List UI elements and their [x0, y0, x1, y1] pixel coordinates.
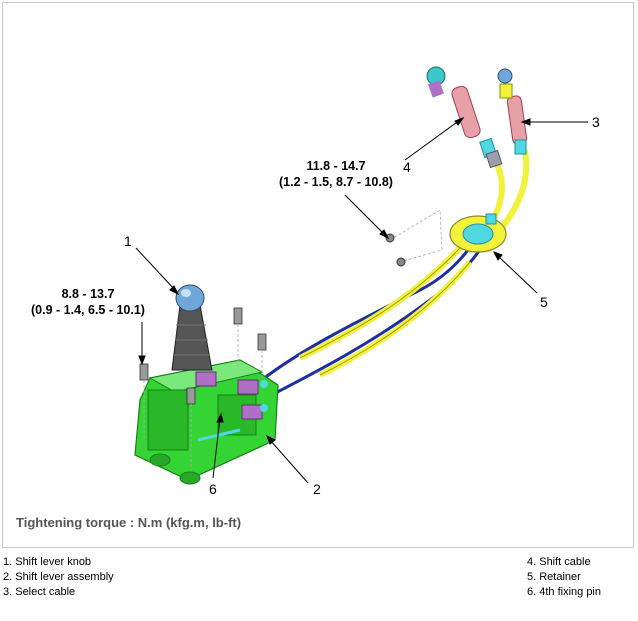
shift-lever-knob [171, 284, 213, 371]
callout-3: 3 [592, 114, 600, 130]
shift-lever-assembly [134, 359, 279, 485]
callout-4: 4 [403, 159, 411, 175]
leader-lines [135, 116, 588, 484]
callout-5: 5 [540, 294, 548, 310]
legend-item: 1. Shift lever knob [3, 556, 92, 568]
torque-spec-cable-bolts: 11.8 - 14.7 (1.2 - 1.5, 8.7 - 10.8) [262, 158, 410, 190]
torque-value-nm: 8.8 - 13.7 [61, 287, 115, 301]
select-cable-end [497, 68, 528, 155]
retainer [449, 213, 507, 253]
legend-left: 1. Shift lever knob 2. Shift lever assem… [3, 555, 114, 600]
callout-2: 2 [313, 481, 321, 497]
fixing-pin [197, 428, 241, 442]
torque-value-nm: 11.8 - 14.7 [306, 159, 366, 173]
legend-item: 3. Select cable [3, 586, 76, 598]
legend-item: 4. Shift cable [527, 556, 591, 568]
torque-units-caption: Tightening torque : N.m (kfg.m, lb-ft) [16, 515, 242, 530]
bracket-bolts [385, 209, 443, 267]
callout-1: 1 [124, 233, 132, 249]
torque-spec-lever-bolts: 8.8 - 13.7 (0.9 - 1.4, 6.5 - 10.1) [14, 286, 162, 318]
legend-item: 2. Shift lever assembly [3, 571, 114, 583]
shift-cable-end [426, 66, 503, 169]
legend-item: 5. Retainer [527, 571, 581, 583]
legend-right: 4. Shift cable 5. Retainer 6. 4th fixing… [527, 555, 601, 600]
torque-value-alt: (0.9 - 1.4, 6.5 - 10.1) [31, 303, 145, 317]
legend-item: 6. 4th fixing pin [527, 586, 601, 598]
torque-value-alt: (1.2 - 1.5, 8.7 - 10.8) [279, 175, 393, 189]
callout-6: 6 [209, 481, 217, 497]
diagram-frame [2, 2, 634, 548]
